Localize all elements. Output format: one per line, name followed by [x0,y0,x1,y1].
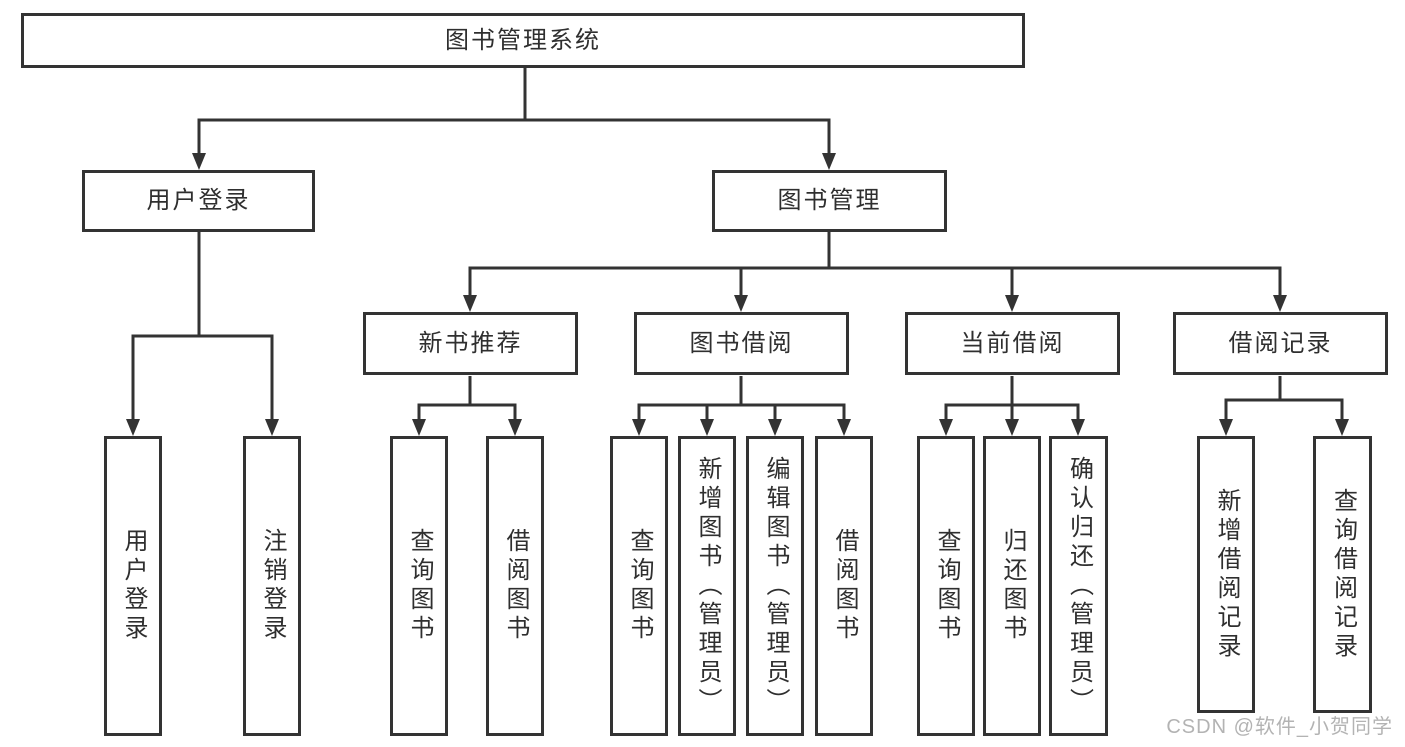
leaf-recommend-query-books-label: 查询图书 [406,528,433,644]
leaf-recommend-borrow-books-label: 借阅图书 [502,528,529,644]
arrow-down-icon [632,419,646,436]
arrow-down-icon [508,419,522,436]
node-borrow-records: 借阅记录 [1173,312,1388,375]
leaf-edit-book-admin: 编辑图书（管理员） [746,436,804,736]
arrow-down-icon [1005,419,1019,436]
arrowheads [126,153,1349,436]
node-book-borrow: 图书借阅 [634,312,849,375]
leaf-query-borrow-record: 查询借阅记录 [1313,436,1372,713]
connector-root-to-level2 [197,68,831,154]
leaf-add-book-admin: 新增图书（管理员） [678,436,736,736]
leaf-query-borrow-record-label: 查询借阅记录 [1329,487,1357,662]
connector-borrow-branch [637,376,846,420]
arrow-down-icon [1219,419,1233,436]
arrow-down-icon [837,419,851,436]
leaf-confirm-return-admin: 确认归还（管理员） [1049,436,1108,736]
arrow-down-icon [265,419,279,436]
leaf-add-borrow-record-label: 新增借阅记录 [1213,487,1240,662]
node-library-system-label: 图书管理系统 [445,26,601,54]
leaf-borrow-query-books: 查询图书 [610,436,668,736]
leaf-add-book-admin-label: 新增图书（管理员） [694,455,721,717]
node-new-book-recommend-label: 新书推荐 [418,329,523,357]
arrow-down-icon [700,419,714,436]
arrow-down-icon [734,295,748,312]
node-user-login-label: 用户登录 [146,187,251,214]
leaf-logout-label: 注销登录 [259,528,286,644]
arrow-down-icon [1005,295,1019,312]
arrow-down-icon [192,153,206,170]
arrow-down-icon [1335,419,1349,436]
leaf-edit-book-admin-label: 编辑图书（管理员） [762,455,789,717]
arrow-down-icon [822,153,836,170]
leaf-recommend-query-books: 查询图书 [390,436,448,736]
leaf-current-query-books-label: 查询图书 [933,528,960,644]
connector-strokes [131,68,1344,420]
node-book-management-label: 图书管理 [777,187,882,214]
leaf-borrow-query-books-label: 查询图书 [626,528,653,644]
connector-recommend-branch [417,376,517,420]
connector-records-branch [1224,376,1344,420]
node-user-login: 用户登录 [82,170,315,232]
node-current-borrow-label: 当前借阅 [960,329,1065,357]
connector-current-branch [944,376,1080,420]
leaf-confirm-return-admin-label: 确认归还（管理员） [1065,455,1093,717]
node-library-system: 图书管理系统 [21,13,1025,68]
arrow-down-icon [1273,295,1287,312]
node-book-management: 图书管理 [712,170,947,232]
arrow-down-icon [939,419,953,436]
node-new-book-recommend: 新书推荐 [363,312,578,375]
leaf-user-login-label: 用户登录 [120,528,147,644]
leaf-add-borrow-record: 新增借阅记录 [1197,436,1255,713]
connector-book-to-level3 [468,232,1282,296]
leaf-borrow-books: 借阅图书 [815,436,873,736]
leaf-logout: 注销登录 [243,436,301,736]
leaf-current-query-books: 查询图书 [917,436,975,736]
node-borrow-records-label: 借阅记录 [1228,329,1333,357]
arrow-down-icon [463,295,477,312]
leaf-recommend-borrow-books: 借阅图书 [486,436,544,736]
node-book-borrow-label: 图书借阅 [689,329,794,357]
leaf-user-login: 用户登录 [104,436,162,736]
leaf-return-book: 归还图书 [983,436,1041,736]
node-current-borrow: 当前借阅 [905,312,1120,375]
leaf-return-book-label: 归还图书 [999,528,1026,644]
arrow-down-icon [1071,419,1085,436]
arrow-down-icon [412,419,426,436]
connector-user-branch [131,232,274,420]
leaf-borrow-books-label: 借阅图书 [831,528,858,644]
csdn-watermark: CSDN @软件_小贺同学 [1166,716,1393,738]
arrow-down-icon [126,419,140,436]
arrow-down-icon [768,419,782,436]
